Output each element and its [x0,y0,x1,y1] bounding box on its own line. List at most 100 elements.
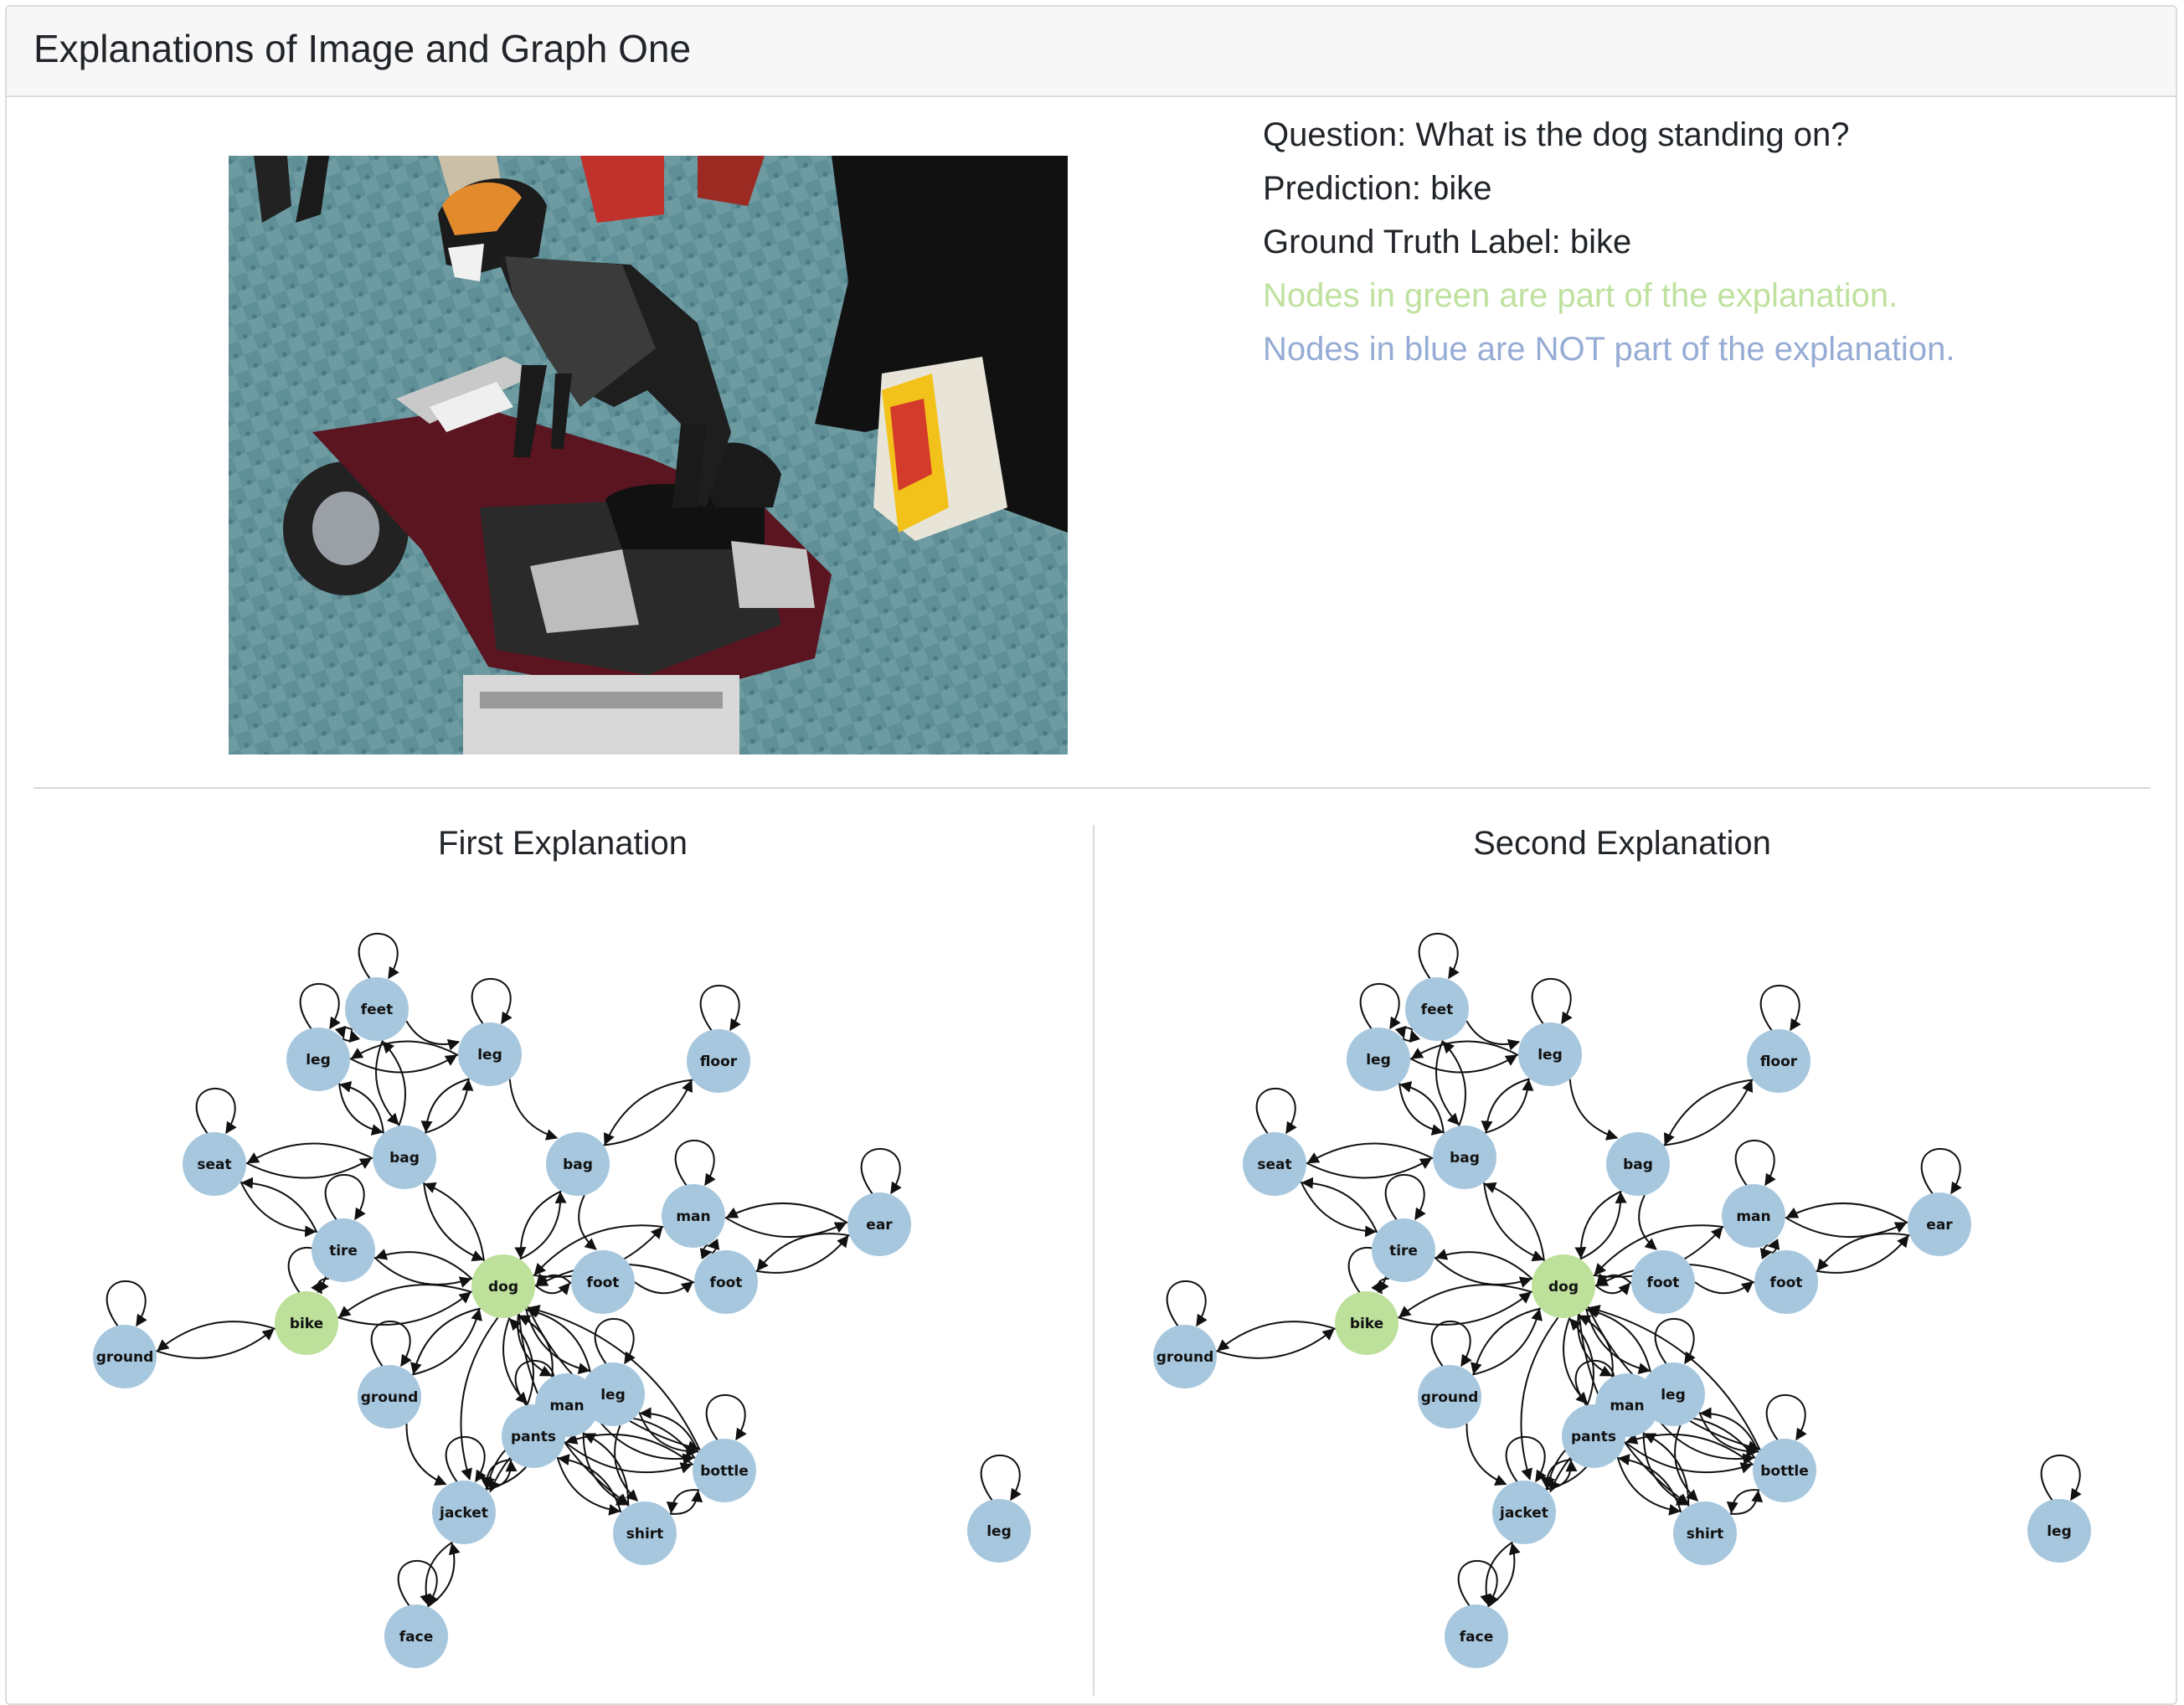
edge-leg3-bottle [638,1412,698,1458]
self-loop-jacket [1505,1435,1547,1483]
graph-node-bottle: bottle [693,1439,756,1502]
node-label: shirt [626,1526,664,1543]
node-label: foot [1770,1275,1803,1291]
self-loop-face [1457,1559,1499,1607]
edge-bottle-pants [565,1433,694,1466]
edge-foot2-ear [1816,1235,1909,1274]
edge-dog-jacket [460,1316,499,1481]
node-label: bag [1450,1150,1480,1167]
node-label: seat [197,1156,231,1173]
graph-node-bag2: bag [546,1132,610,1196]
node-label: face [399,1629,433,1646]
node-label: bike [290,1316,323,1332]
edge-pants-bottle [1624,1440,1753,1474]
edge-leg1-feet [1402,1029,1421,1043]
edge-leg2-bag1 [420,1078,471,1133]
node-circle [687,1029,750,1093]
graph-node-leg1: leg [286,1028,350,1091]
node-circle [93,1325,157,1388]
node-label: leg [1661,1387,1686,1404]
edge-dog-pants [502,1316,528,1404]
node-label: ground [1156,1349,1214,1366]
graph-node-ground1: ground [93,1325,157,1388]
second-explanation-title: Second Explanation [1473,825,1771,862]
page-title: Explanations of Image and Graph One [33,27,692,70]
node-circle [581,1362,645,1426]
self-loop-feet [1418,932,1460,980]
node-circle [358,1365,421,1429]
self-loop-floor [1759,984,1801,1032]
edge-leg3-dog [1586,1306,1651,1373]
graph-node-leg3: leg [581,1362,645,1426]
node-label: shirt [1687,1526,1724,1543]
graph-node-bike: bike [275,1291,338,1355]
graph-node-feet: feet [1405,977,1469,1041]
self-loop-jacket [445,1435,487,1483]
node-circle [312,1218,375,1282]
edge-leg3-shirt [1674,1424,1699,1502]
edge-ear-foot2 [1816,1233,1910,1271]
edge-bag1-leg1 [1399,1081,1445,1134]
node-circle [1673,1502,1737,1565]
graph-node-leg4: leg [967,1499,1031,1563]
edge-bag1-feet [382,1041,406,1127]
edge-foot2-man1 [1767,1239,1780,1254]
node-circle [1445,1605,1508,1668]
edge-shirt-pants [1617,1454,1682,1513]
graph-node-pants: pants [1562,1404,1625,1468]
edge-leg1-leg2 [349,1054,458,1074]
node-circle [458,1022,522,1086]
edge-ground1-bike [156,1328,275,1359]
edge-bottle-leg3 [1699,1407,1759,1453]
node-label: tire [329,1243,358,1259]
edge-dog-leg3 [1585,1308,1651,1375]
node-label: pants [1571,1429,1616,1445]
self-loop-ground1 [106,1280,147,1327]
node-label: foot [587,1275,620,1291]
edge-face-jacket [427,1542,461,1608]
node-label: bike [1350,1316,1383,1332]
node-circle [1153,1325,1217,1388]
node-circle [546,1132,610,1196]
node-label: man [1736,1208,1770,1225]
edge-feet-leg1 [334,1025,353,1039]
graph-node-floor: floor [687,1029,750,1093]
edge-man1-foot2 [1759,1244,1773,1259]
edge-dog-bike [338,1284,472,1318]
edge-dog-jacket [1520,1316,1559,1481]
edge-bag2-dog [1574,1190,1622,1259]
node-label: bottle [700,1463,748,1480]
node-circle [1433,1126,1496,1189]
self-loop-seat [195,1087,237,1135]
edge-foot2-ear [755,1235,849,1274]
node-circle [1243,1132,1306,1196]
node-circle [1418,1365,1481,1429]
node-label: tire [1389,1243,1418,1259]
edge-bike-ground1 [1217,1321,1336,1352]
card-header: Explanations of Image and Graph One [7,7,2176,97]
graph-node-jacket: jacket [432,1481,496,1544]
edge-dog-foot1 [1594,1282,1630,1295]
first-explanation-title: First Explanation [438,825,688,862]
node-label: bottle [1760,1463,1808,1480]
edge-leg2-bag1 [1481,1078,1531,1133]
edge-shirt-bottle [1729,1490,1764,1515]
edge-dog-ground2 [1471,1307,1541,1375]
node-label: bag [389,1150,420,1167]
legend-green-text: Nodes in green are part of the explanati… [1263,277,1898,314]
edge-leg2-bag2 [508,1079,559,1141]
node-label: feet [361,1002,394,1018]
ground-truth-text: Ground Truth Label: bike [1263,224,1632,260]
graph-node-bag1: bag [373,1126,436,1189]
self-loop-seat [1255,1087,1297,1135]
graph-node-tire: tire [1372,1218,1435,1282]
edge-dog-foot1 [534,1282,570,1295]
graph-node-feet: feet [345,977,409,1041]
edge-bottle-shirt [666,1489,700,1514]
section-divider [33,787,2151,789]
graph-node-shirt: shirt [613,1502,677,1565]
edge-tire-dog [1434,1256,1532,1288]
